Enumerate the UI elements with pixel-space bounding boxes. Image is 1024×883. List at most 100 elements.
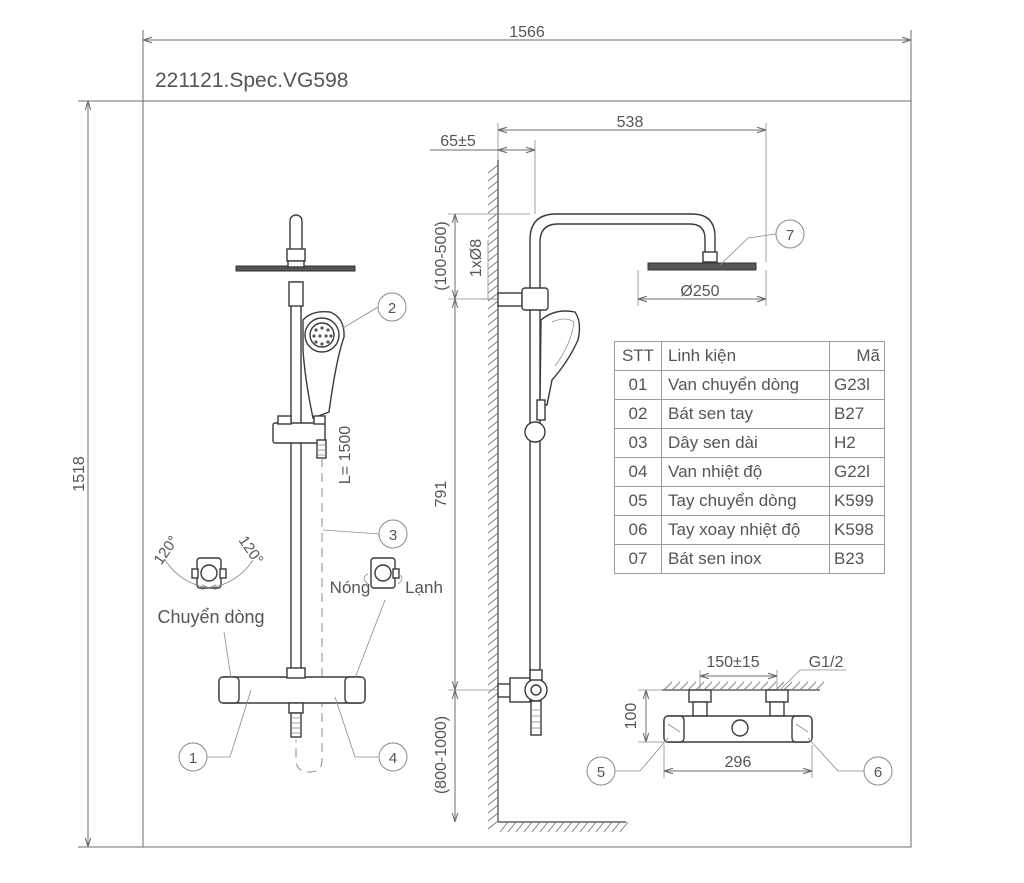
- ceiling-hatch-line: [743, 681, 753, 691]
- wall-hatch-line: [487, 692, 499, 702]
- svg-text:7: 7: [786, 227, 794, 244]
- svg-text:5: 5: [597, 764, 605, 781]
- ceiling-hatch-line: [767, 681, 777, 691]
- wall-hatch-line: [487, 644, 499, 654]
- row-part: Tay xoay nhiệt độ: [661, 515, 830, 545]
- floor-hatch-line: [579, 821, 589, 833]
- ceiling-hatch-line: [687, 681, 697, 691]
- ceiling-hatch-line: [663, 681, 673, 691]
- wall-hatch-line: [487, 356, 499, 366]
- ceiling-hatch-line: [783, 681, 793, 691]
- angle-left-label: 120°: [150, 533, 182, 568]
- row-stt: 03: [614, 428, 662, 458]
- ceiling-hatch-line: [679, 681, 689, 691]
- floor-hatch-line: [611, 821, 621, 833]
- ceiling-hatch-line: [807, 681, 817, 691]
- row-part: Bát sen tay: [661, 399, 830, 429]
- ceiling-hatch-line: [711, 681, 721, 691]
- row-stt: 06: [614, 515, 662, 545]
- wall-hatch-line: [487, 180, 499, 190]
- wall-hatch-line: [487, 564, 499, 574]
- wall-hatch-line: [487, 796, 499, 806]
- floor-hatch-line: [587, 821, 597, 833]
- valve-width-label: 296: [725, 754, 752, 771]
- shower-diameter-label: Ø250: [680, 283, 719, 300]
- svg-text:6: 6: [874, 764, 882, 781]
- wall-hatch-line: [487, 812, 499, 822]
- wall-hatch-line: [487, 508, 499, 518]
- row-stt: 02: [614, 399, 662, 429]
- floor-hatch-line: [507, 821, 517, 833]
- wall-hatch-line: [487, 196, 499, 206]
- wall-hatch-line: [487, 244, 499, 254]
- floor-hatch-line: [563, 821, 573, 833]
- wall-hatch-line: [487, 380, 499, 390]
- row-code: H2: [829, 428, 885, 458]
- wall-hatch-line: [487, 500, 499, 510]
- wall-hatch-line: [487, 588, 499, 598]
- header-code: Mã: [829, 341, 885, 371]
- wall-hatch-line: [487, 188, 499, 198]
- floor-hatch-line: [499, 821, 509, 833]
- wall-hatch-line: [487, 340, 499, 350]
- row-code: B23: [829, 544, 885, 574]
- wall-hatch-line: [487, 164, 499, 174]
- wall-hatch-line: [487, 540, 499, 550]
- wall-hatch-line: [487, 444, 499, 454]
- overall-height-label: 1518: [71, 456, 88, 492]
- callout-5: 5: [586, 756, 616, 786]
- ceiling-hatch-line: [791, 681, 801, 691]
- wall-hatch-line: [487, 404, 499, 414]
- floor-hatch-line: [619, 821, 629, 833]
- row-stt: 01: [614, 370, 662, 400]
- wall-hatch-line: [487, 332, 499, 342]
- wall-hatch-line: [487, 732, 499, 742]
- floor-hatch-line: [595, 821, 605, 833]
- spec-title: 221121.Spec.VG598: [155, 69, 348, 92]
- wall-hatch-line: [487, 556, 499, 566]
- inlet-spacing-label: 150±15: [706, 654, 759, 671]
- wall-hatch-line: [487, 604, 499, 614]
- floor-hatch-line: [531, 821, 541, 833]
- svg-text:2: 2: [388, 300, 396, 317]
- wall-hatch-line: [487, 716, 499, 726]
- wall-hatch-line: [487, 468, 499, 478]
- row-code: B27: [829, 399, 885, 429]
- wall-hatch-line: [487, 620, 499, 630]
- wall-hatch-line: [487, 676, 499, 686]
- wall-hatch-line: [487, 220, 499, 230]
- ceiling-hatch-line: [735, 681, 745, 691]
- row-code: K599: [829, 486, 885, 516]
- wall-hatch-line: [487, 772, 499, 782]
- wall-hatch-line: [487, 756, 499, 766]
- wall-hatch-line: [487, 348, 499, 358]
- row-part: Van chuyển dòng: [661, 370, 830, 400]
- ceiling-hatch-line: [815, 681, 825, 691]
- row-part: Tay chuyển dòng: [661, 486, 830, 516]
- ceiling-hatch-line: [727, 681, 737, 691]
- svg-text:1: 1: [189, 750, 197, 767]
- wall-hatch-line: [487, 492, 499, 502]
- wall-hatch-line: [487, 612, 499, 622]
- wall-hatch-line: [487, 452, 499, 462]
- wall-hatch-line: [487, 172, 499, 182]
- wall-hatch-line: [487, 764, 499, 774]
- row-code: G23l: [829, 370, 885, 400]
- wall-hatch-line: [487, 516, 499, 526]
- row-stt: 04: [614, 457, 662, 487]
- wall-hatch-line: [487, 660, 499, 670]
- ceiling-hatch-line: [799, 681, 809, 691]
- hose-length-label: L= 1500: [337, 426, 354, 484]
- ceiling-hatch-line: [671, 681, 681, 691]
- wall-hatch-line: [487, 436, 499, 446]
- floor-hatch-line: [547, 821, 557, 833]
- wall-hatch-line: [487, 260, 499, 270]
- svg-text:3: 3: [389, 527, 397, 544]
- wall-hatch-line: [487, 316, 499, 326]
- wall-hatch-line: [487, 276, 499, 286]
- wall-hatch-line: [487, 412, 499, 422]
- header-stt: STT: [614, 341, 662, 371]
- riser-height-label: 791: [433, 481, 450, 508]
